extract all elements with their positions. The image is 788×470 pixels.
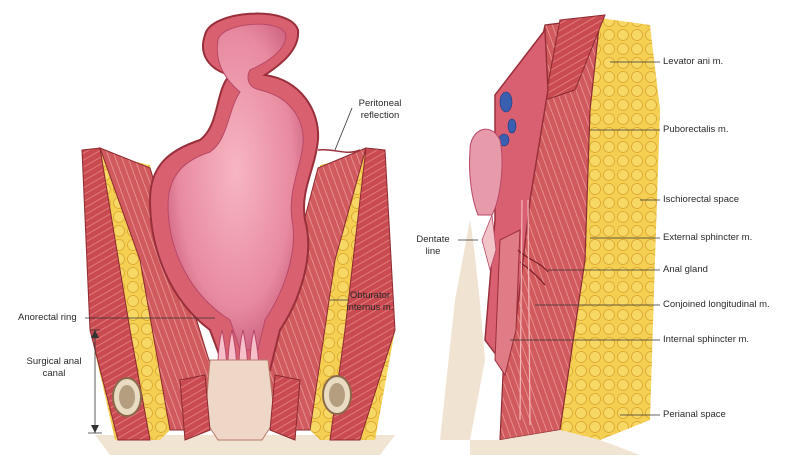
label-obturator-internus: Obturator internus m. <box>340 290 400 314</box>
label-anorectal-ring: Anorectal ring <box>18 312 77 324</box>
label-external-sphincter: External sphincter m. <box>663 232 752 244</box>
mucosal-flap <box>469 129 502 215</box>
external-sphincter-right <box>270 375 300 440</box>
label-anal-gland: Anal gland <box>663 264 708 276</box>
label-puborectalis: Puborectalis m. <box>663 124 728 136</box>
label-perianal-space: Perianal space <box>663 409 726 421</box>
label-dentate-line: Dentate line <box>410 234 456 258</box>
external-sphincter-left <box>180 375 210 440</box>
right-sagittal-section <box>440 15 660 455</box>
anal-canal <box>205 360 275 440</box>
label-levator-ani: Levator ani m. <box>663 56 723 68</box>
left-coronal-section <box>82 14 395 455</box>
label-internal-sphincter: Internal sphincter m. <box>663 334 749 346</box>
label-peritoneal-reflection: Peritoneal reflection <box>345 98 415 122</box>
label-surgical-anal-canal: Surgical anal canal <box>24 356 84 380</box>
label-ischiorectal-space: Ischiorectal space <box>663 194 739 206</box>
label-conjoined-longitudinal: Conjoined longitudinal m. <box>663 299 770 311</box>
